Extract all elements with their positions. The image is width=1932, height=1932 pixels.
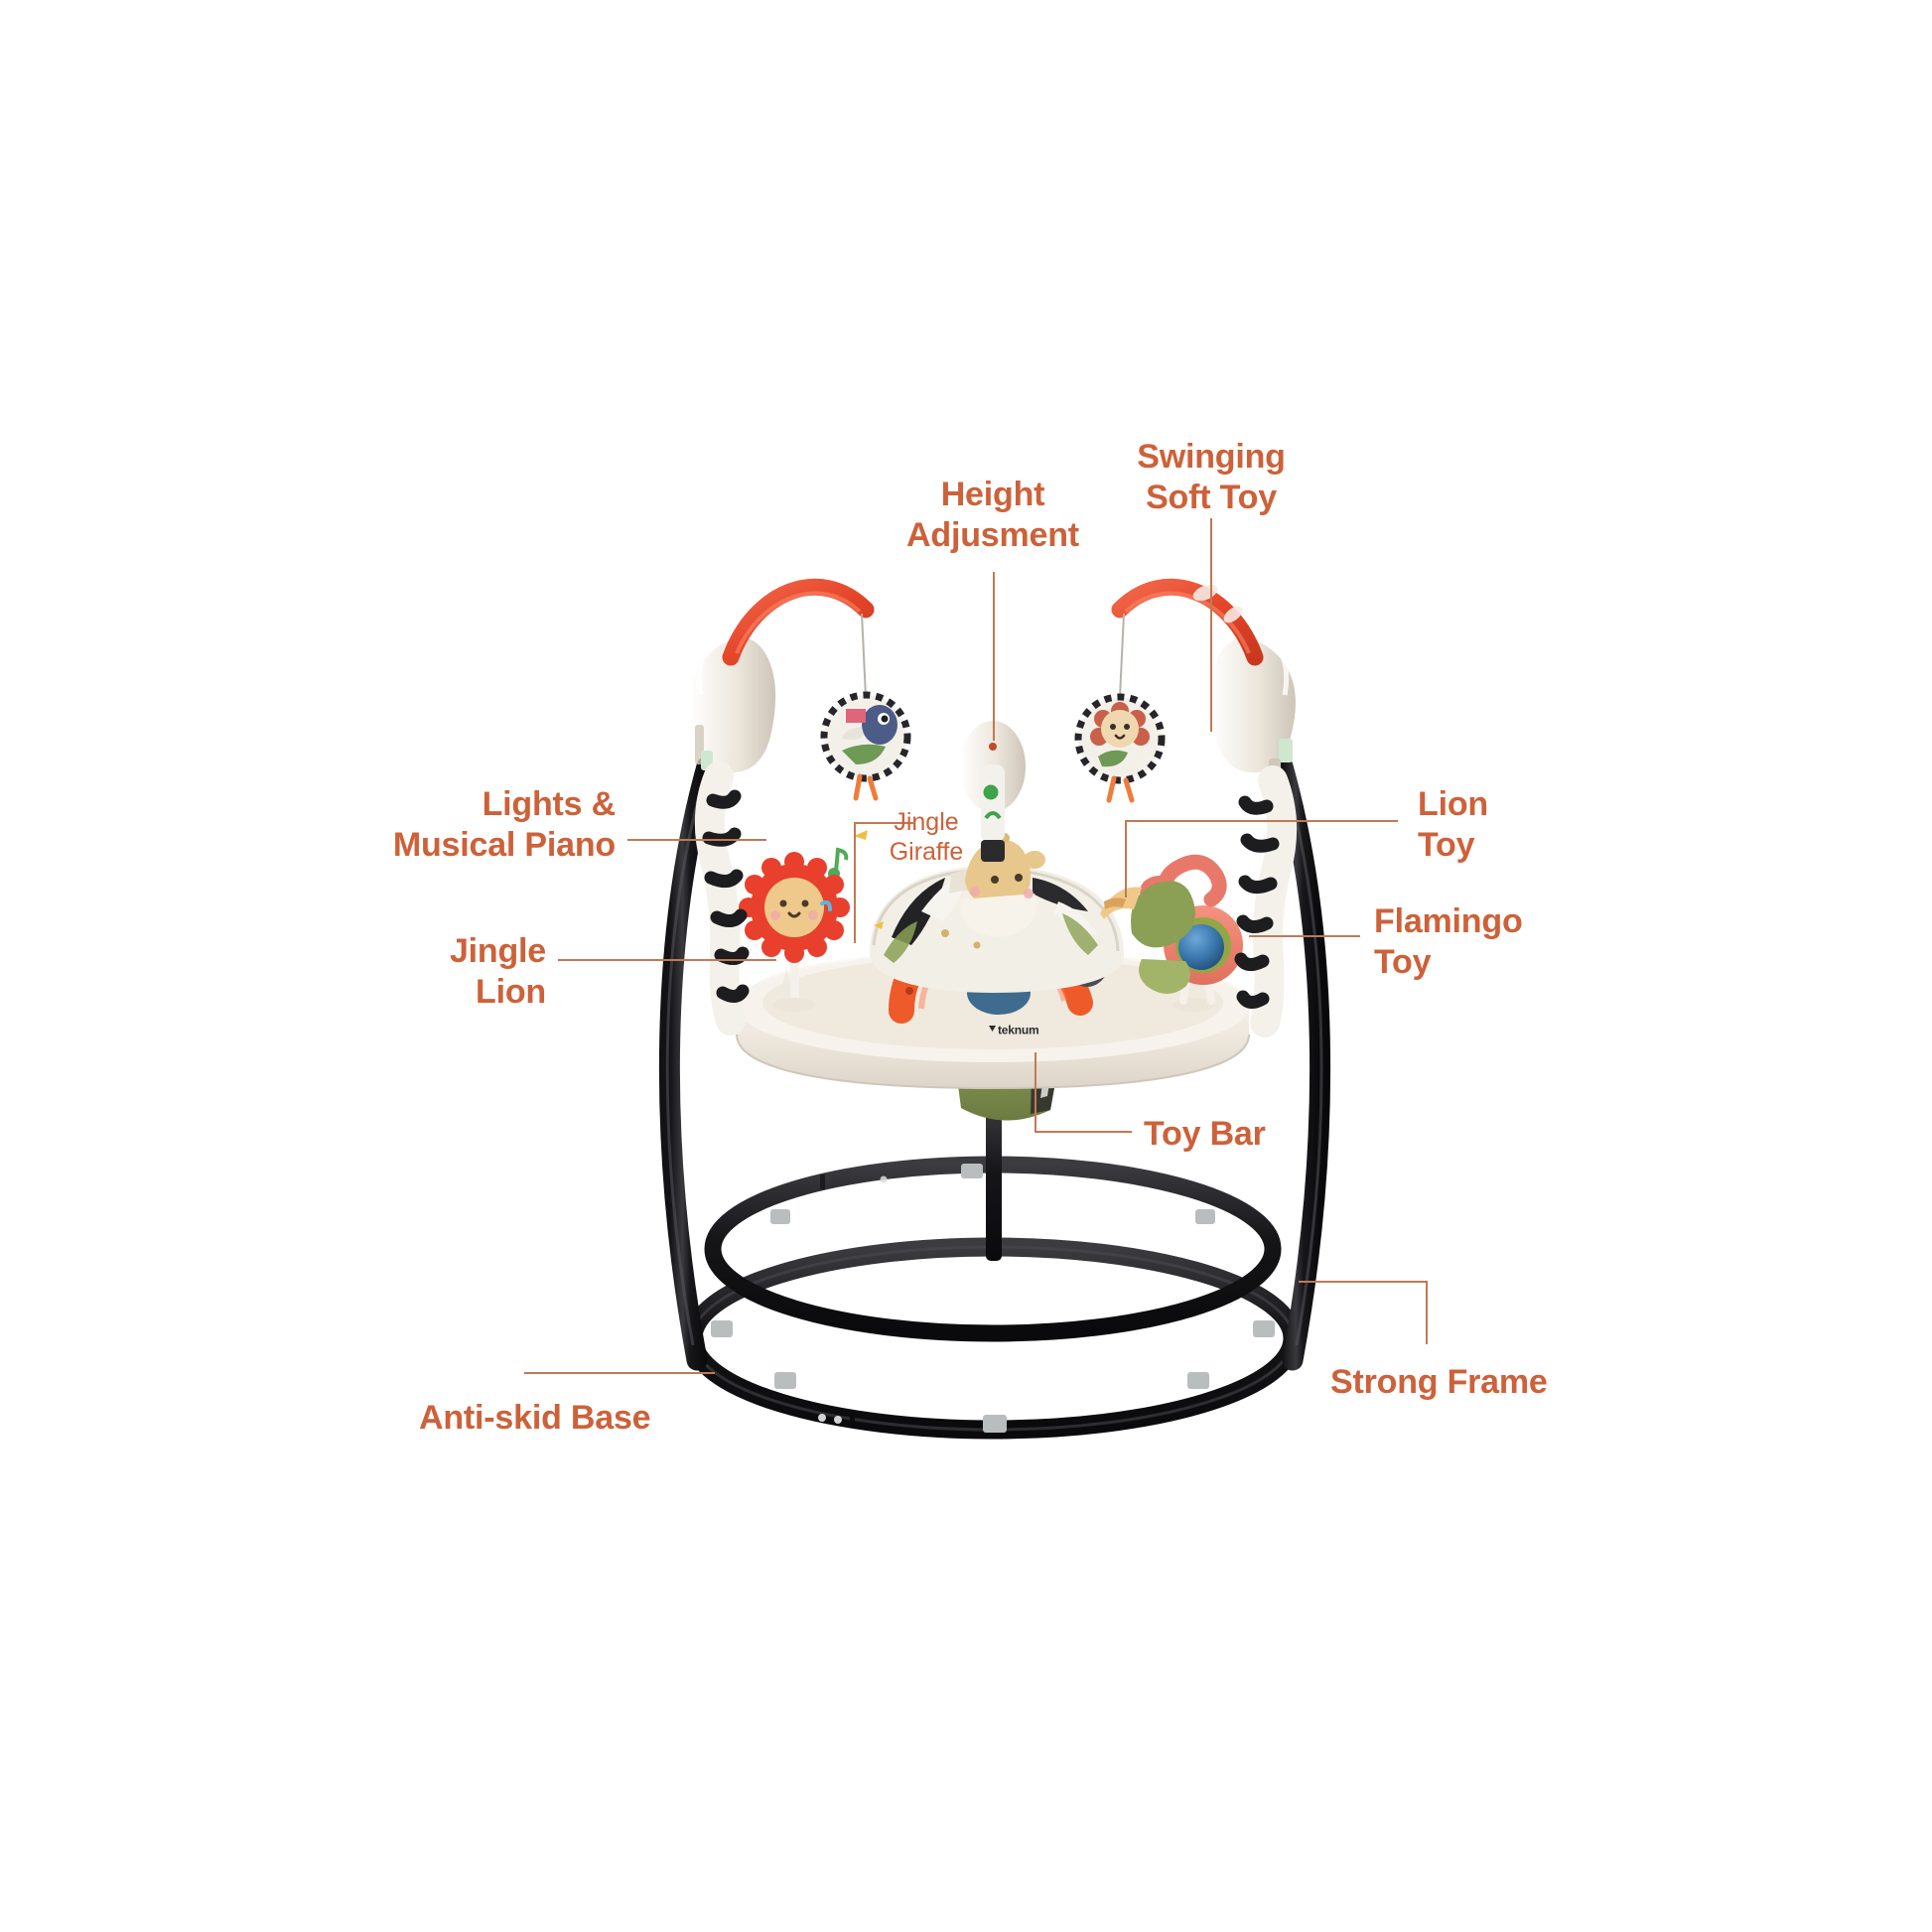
- right-zebra-plush-strip: [1234, 765, 1298, 1037]
- label-toy-bar: Toy Bar: [1144, 1115, 1266, 1153]
- left-red-arch: [722, 578, 875, 666]
- blue-rattle-toy: [967, 937, 1031, 1015]
- svg-text:teknum: teknum: [998, 1024, 1038, 1037]
- label-strong-frame: Strong Frame: [1330, 1363, 1548, 1401]
- seat: [951, 1033, 1064, 1121]
- left-zebra-plush-strip: [694, 761, 750, 1035]
- brand-logo: teknum: [989, 1024, 1039, 1037]
- label-lights-musical-piano: Lights & Musical Piano: [392, 785, 616, 865]
- anti-skid-base-ring: [683, 1237, 1303, 1440]
- tray-deck: [736, 951, 1250, 1090]
- strong-frame-ring: [704, 1156, 1282, 1342]
- leader-toy-bar-vertical: [1035, 1052, 1036, 1132]
- leader-jingle-giraffe-horizontal: [854, 822, 913, 824]
- toucan-hanging-toy: [820, 613, 911, 801]
- jingle-lion-toy: [739, 852, 850, 1012]
- leader-lion-toy-vertical: [1125, 820, 1127, 897]
- leader-strong-frame-horizontal: [1299, 1281, 1428, 1283]
- label-anti-skid-base: Anti-skid Base: [419, 1399, 651, 1437]
- leader-height-adjusment: [993, 572, 995, 741]
- leader-toy-bar-horizontal: [1035, 1131, 1132, 1133]
- side-plush-toys: [1100, 881, 1195, 994]
- right-control-pod: [1209, 630, 1296, 774]
- leader-anti-skid-base: [524, 1372, 715, 1374]
- leader-lion-toy-horizontal: [1125, 820, 1398, 822]
- right-red-arch: [1111, 578, 1264, 666]
- label-swinging-soft-toy: Swinging Soft Toy: [1137, 438, 1286, 517]
- label-jingle-giraffe: Jingle Giraffe: [889, 808, 964, 866]
- left-control-pod: [690, 630, 776, 773]
- label-lion-toy: Lion Toy: [1418, 785, 1488, 865]
- grey-disc-toy: [1064, 931, 1110, 987]
- frame-legs: [658, 756, 1331, 1371]
- label-height-adjusment: Height Adjusment: [906, 476, 1079, 555]
- toy-bar: [889, 918, 1093, 1024]
- leader-jingle-giraffe-vertical: [854, 822, 856, 943]
- centre-column: [986, 1102, 1002, 1261]
- fabric-seat-ring: [870, 866, 1124, 993]
- leader-strong-frame-vertical: [1426, 1281, 1428, 1344]
- leader-jingle-lion: [558, 959, 776, 961]
- swinging-lion-soft-toy: [1074, 613, 1166, 803]
- flamingo-toy: [1126, 854, 1243, 1012]
- leader-lights-musical-piano: [627, 839, 766, 841]
- leader-flamingo-toy: [1249, 935, 1360, 937]
- label-flamingo-toy: Flamingo Toy: [1374, 902, 1523, 982]
- leader-swinging-soft-toy: [1210, 518, 1212, 732]
- label-jingle-lion: Jingle Lion: [449, 932, 546, 1012]
